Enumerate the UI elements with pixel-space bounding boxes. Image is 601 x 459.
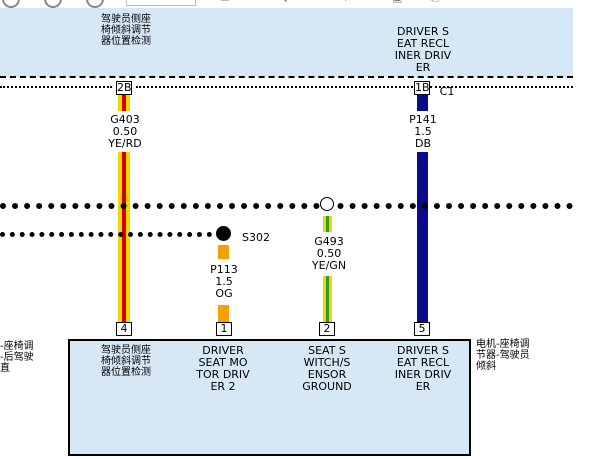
connector-boundary-line bbox=[0, 86, 112, 88]
wire-p141-size: 1.5 bbox=[414, 125, 432, 138]
zoom-out-icon[interactable] bbox=[44, 0, 62, 8]
pin-5-label: DRIVER S EAT RECL INER DRIV ER bbox=[394, 344, 452, 393]
top-module-panel bbox=[0, 8, 573, 77]
wire-g493-lower-stripe bbox=[326, 276, 329, 322]
wire-g493-color: YE/GN bbox=[311, 259, 347, 272]
pin-1-label: DRIVER SEAT MO TOR DRIV ER 2 bbox=[196, 344, 250, 393]
wire-g403-size: 0.50 bbox=[112, 125, 138, 138]
module-name-label: 电机-座椅调 节器-驾驶员 倾斜 bbox=[476, 339, 530, 372]
pin-4-label: 驾驶员侧座 椅倾斜调节 器位置检测 bbox=[101, 345, 151, 378]
module-boundary-line bbox=[0, 76, 573, 78]
seat-recliner-motor-module[interactable] bbox=[68, 339, 471, 456]
zoom-field[interactable] bbox=[126, 0, 196, 6]
adjacent-module-name-label: -座椅调 -后驾驶 直 bbox=[0, 341, 34, 374]
toolbar: ⇲ ◥ ▸ ▣ ⎘ ✎ bbox=[0, 0, 601, 8]
connector-c1-label: C1 bbox=[439, 85, 455, 98]
wire-p141-upper[interactable] bbox=[417, 95, 428, 111]
wire-g403-color: YE/RD bbox=[108, 137, 142, 150]
print-icon[interactable]: ▣ bbox=[392, 0, 402, 4]
top-pin-2b-label: 驾驶员侧座 椅倾斜调节 器位置检测 bbox=[101, 14, 151, 47]
top-pin-1b-label: DRIVER S EAT RECL INER DRIV ER bbox=[394, 25, 452, 74]
fit-icon[interactable]: ⇲ bbox=[220, 0, 229, 4]
pin-5[interactable]: 5 bbox=[414, 322, 430, 336]
wire-p113-color: OG bbox=[215, 287, 233, 300]
export-icon[interactable]: ⎘ bbox=[430, 0, 439, 4]
pin-1[interactable]: 1 bbox=[216, 322, 232, 336]
splice-bus-line bbox=[0, 232, 212, 237]
wire-g493-id: G493 bbox=[314, 235, 344, 248]
pin-2[interactable]: 2 bbox=[319, 322, 335, 336]
shield-bus-line bbox=[0, 203, 573, 209]
pin-2-label: SEAT S WITCH/S ENSOR GROUND bbox=[302, 344, 352, 393]
wire-g403-lower-stripe bbox=[122, 152, 126, 322]
g493-connection-node-icon[interactable] bbox=[320, 197, 334, 211]
wire-p113-upper[interactable] bbox=[218, 245, 229, 259]
splice-s302-label: S302 bbox=[242, 231, 270, 244]
edit-icon[interactable]: ✎ bbox=[470, 0, 479, 4]
wire-g403-id: G403 bbox=[110, 113, 140, 126]
wire-p113-lower[interactable] bbox=[218, 305, 229, 322]
wire-p141-id: P141 bbox=[409, 113, 437, 126]
connector-boundary-line-3 bbox=[430, 86, 573, 88]
zoom-in-icon[interactable] bbox=[86, 0, 104, 8]
pin-1b[interactable]: 1B bbox=[414, 81, 430, 95]
pin-2b[interactable]: 2B bbox=[116, 81, 132, 95]
wire-p113-size: 1.5 bbox=[215, 275, 233, 288]
wire-g403-upper-stripe bbox=[122, 95, 126, 111]
back-icon[interactable] bbox=[2, 0, 20, 8]
pin-4[interactable]: 4 bbox=[116, 322, 132, 336]
rotate-icon[interactable]: ◥ bbox=[278, 0, 286, 4]
splice-s302-icon[interactable] bbox=[216, 226, 231, 241]
wire-p141-lower[interactable] bbox=[417, 152, 428, 322]
connector-boundary-line-2 bbox=[136, 86, 416, 88]
play-icon[interactable]: ▸ bbox=[345, 0, 351, 4]
wire-g493-upper-stripe bbox=[326, 216, 329, 232]
wire-p113-id: P113 bbox=[210, 263, 238, 276]
wire-p141-color: DB bbox=[414, 137, 432, 150]
wire-g493-size: 0.50 bbox=[316, 247, 342, 260]
